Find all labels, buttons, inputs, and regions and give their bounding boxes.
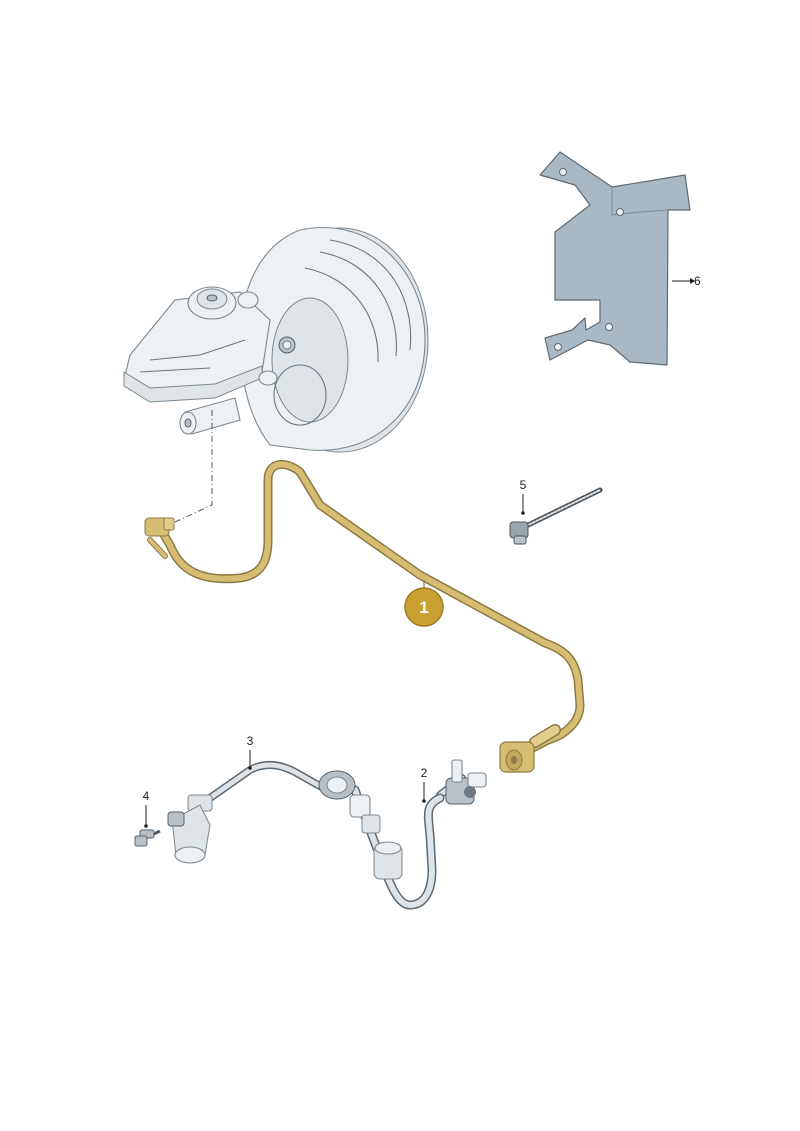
pipe1-fitting-right [499,724,561,773]
callout-1-label: 1 [419,598,428,617]
callout-3[interactable]: 3 [247,734,254,770]
shield-plate-part-6[interactable] [539,151,691,366]
callout-6-label: 6 [694,274,701,288]
connector-part-2[interactable] [436,759,487,805]
callout-5[interactable]: 5 [520,478,527,515]
cable-tie-part-5[interactable] [509,487,603,545]
callout-4[interactable]: 4 [143,789,150,828]
reference-leader-line [174,410,213,523]
callout-3-label: 3 [247,734,254,748]
callout-5-label: 5 [520,478,527,492]
bolt-part-4[interactable] [134,829,161,847]
brake-booster-assembly [123,227,429,453]
callout-6[interactable]: 6 [672,274,701,288]
callout-2-label: 2 [421,766,428,780]
brake-pipe-part-1[interactable] [144,460,585,773]
callout-2[interactable]: 2 [421,766,428,803]
callout-1[interactable]: 1 [404,580,444,627]
callout-4-label: 4 [143,789,150,803]
pipe1-fitting-left [144,517,175,559]
hose-assembly-part-3[interactable] [167,761,445,910]
